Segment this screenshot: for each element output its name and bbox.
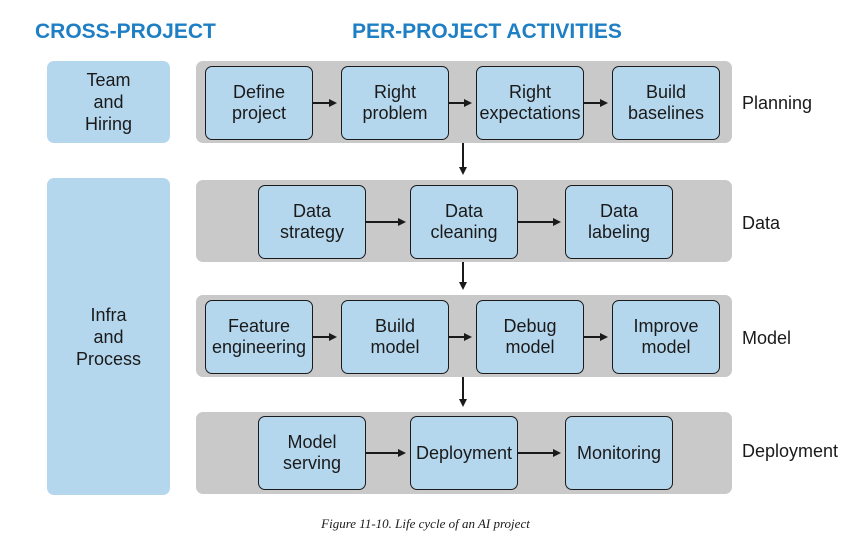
infra-and-process-box: Infra and Process	[47, 178, 170, 495]
step-data-strategy: Data strategy	[258, 185, 366, 259]
step-model-serving: Model serving	[258, 416, 366, 490]
stage-label-model: Model	[742, 328, 792, 348]
figure-caption: Figure 11-10. Life cycle of an AI projec…	[321, 516, 530, 531]
step-data-labeling: Data labeling	[565, 185, 673, 259]
arrow-right-icon	[313, 99, 608, 457]
step-define-project: Define project	[205, 66, 313, 140]
step-right-problem: Right problem	[341, 66, 449, 140]
stage-label-data: Data	[742, 213, 781, 233]
team-and-hiring-box: Team and Hiring	[47, 61, 170, 143]
step-debug-model: Debug model	[476, 300, 584, 374]
step-deployment: Deployment	[410, 416, 518, 490]
per-project-header: PER-PROJECT ACTIVITIES	[352, 20, 622, 43]
cross-project-header: CROSS-PROJECT	[35, 20, 216, 43]
stage-label-planning: Planning	[742, 93, 813, 113]
step-feature-engineering: Feature engineering	[205, 300, 313, 374]
step-improve-model: Improve model	[612, 300, 720, 374]
step-right-expectations: Right expectations	[476, 66, 584, 140]
step-build-model: Build model	[341, 300, 449, 374]
step-data-cleaning: Data cleaning	[410, 185, 518, 259]
stage-label-deployment: Deployment	[742, 441, 839, 461]
step-monitoring: Monitoring	[565, 416, 673, 490]
step-build-baselines: Build baselines	[612, 66, 720, 140]
